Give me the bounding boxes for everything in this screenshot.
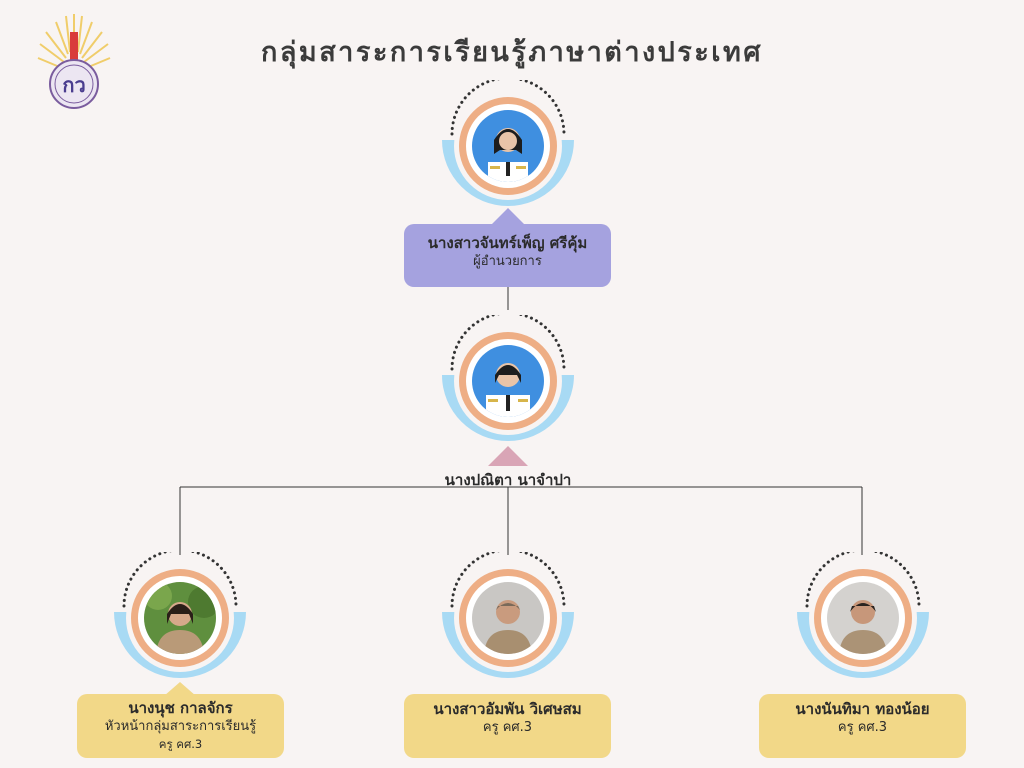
teacher-3-name: นางนันทิมา ทองน้อย [795, 700, 930, 718]
teacher-3-role: ครู คศ.3 [837, 720, 888, 735]
teacher-1-photo [144, 582, 216, 654]
page-title: กลุ่มสาระการเรียนรู้ภาษาต่างประเทศ [261, 37, 763, 68]
school-logo-icon: กว [36, 12, 112, 112]
teacher-2-avatar-frame [440, 552, 576, 688]
person-photo-icon [472, 582, 544, 654]
director-photo [472, 110, 544, 182]
teacher-1-name: นางนุช กาลจักร [128, 699, 233, 717]
teacher-2-name: นางสาวอัมพัน วิเศษสม [433, 700, 582, 718]
teacher-2-card: นางสาวอัมพัน วิเศษสม ครู คศ.3 [404, 694, 611, 758]
teacher-2-photo [472, 582, 544, 654]
logo-text: กว [62, 73, 85, 97]
teacher-1-pointer [164, 682, 196, 696]
director-role: ผู้อำนวยการ [473, 254, 542, 269]
teacher-3-card: นางนันทิมา ทองน้อย ครู คศ.3 [759, 694, 966, 758]
teacher-3-avatar-frame [795, 552, 931, 688]
person-photo-icon [827, 582, 899, 654]
director-card: นางสาวจันทร์เพ็ญ ศรีคุ้ม ผู้อำนวยการ [404, 224, 611, 287]
head-name: นางปณิตา นาจำปา [444, 471, 572, 489]
person-photo-icon [472, 345, 544, 417]
teacher-1-rank: ครู คศ.3 [158, 737, 203, 751]
head-photo [472, 345, 544, 417]
director-box-pointer [492, 208, 524, 224]
director-name: นางสาวจันทร์เพ็ญ ศรีคุ้ม [427, 234, 588, 252]
teacher-1-role: หัวหน้ากลุ่มสาระการเรียนรู้ [104, 719, 257, 734]
person-photo-icon [144, 582, 216, 654]
person-photo-icon [472, 110, 544, 182]
teacher-3-photo [827, 582, 899, 654]
head-pointer [488, 446, 528, 466]
teacher-2-role: ครู คศ.3 [482, 720, 533, 735]
head-avatar-frame [440, 315, 576, 451]
director-avatar-frame [440, 80, 576, 216]
teacher-1-card: นางนุช กาลจักร หัวหน้ากลุ่มสาระการเรียนร… [77, 694, 284, 758]
teacher-1-avatar-frame [112, 552, 248, 688]
